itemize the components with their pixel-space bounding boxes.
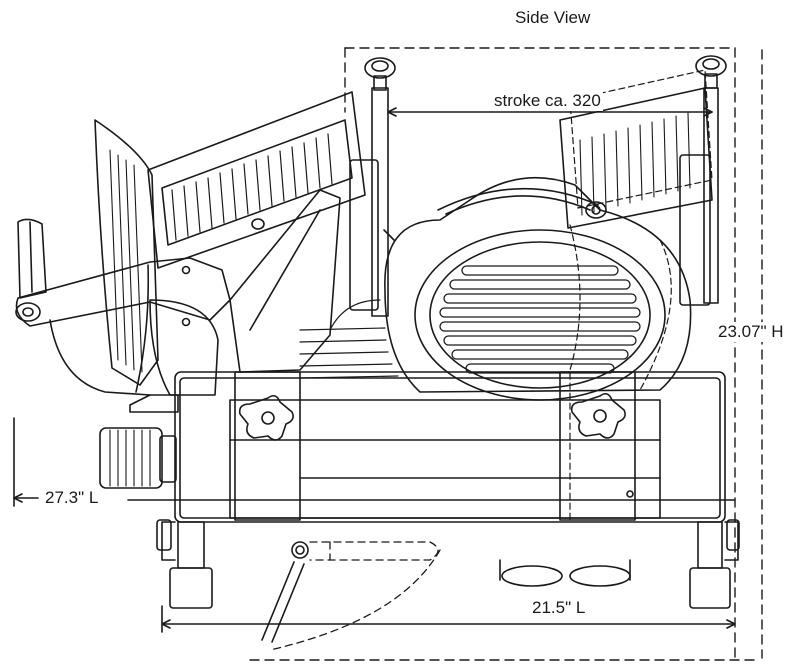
- view-title: Side View: [515, 8, 591, 27]
- right-post: [695, 55, 727, 304]
- base-length-label: 21.5" L: [532, 598, 586, 617]
- star-knob-right: [570, 392, 626, 439]
- stroke-label: stroke ca. 320: [492, 91, 603, 111]
- product-tray-right: [559, 69, 713, 306]
- thickness-knob: [99, 394, 179, 489]
- slicer-base: [161, 371, 739, 609]
- overall-length-label: 27.3" L: [42, 488, 102, 508]
- left-post: [349, 57, 396, 317]
- blade-guard-ribs: [299, 299, 399, 379]
- envelope-dashed-lines: [249, 47, 763, 661]
- height-label: 23.07" H: [716, 322, 786, 342]
- lever-assembly: [261, 541, 441, 651]
- base-length-dimension: [161, 605, 736, 633]
- motor-housing: [384, 176, 692, 401]
- side-bolts: [156, 519, 740, 551]
- overall-length-dimension: [13, 417, 736, 507]
- star-knob-left: [238, 394, 294, 441]
- carriage-arm: [229, 189, 341, 373]
- hidden-outline: [569, 224, 672, 521]
- product-tray-left: [15, 91, 366, 396]
